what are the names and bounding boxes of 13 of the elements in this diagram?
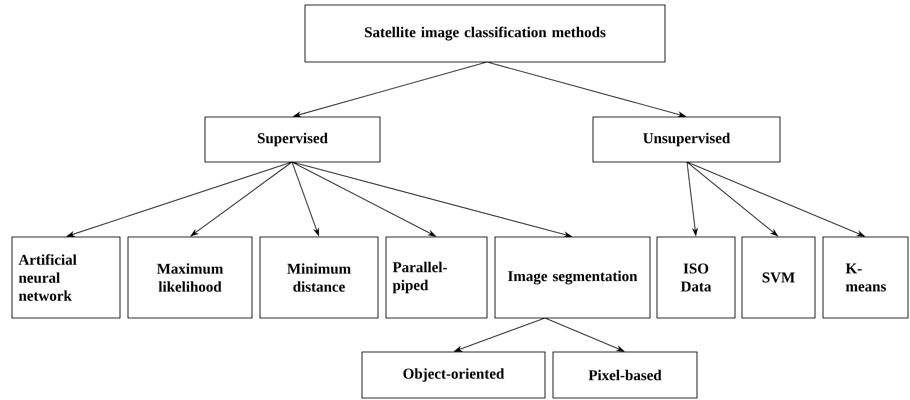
category-box: Unsupervised: [592, 116, 780, 162]
category-box: Minimum distance: [260, 236, 378, 318]
category-box: Object-oriented: [362, 352, 546, 398]
category-box: Parallel-piped: [386, 236, 488, 318]
category-box: Supervised: [204, 116, 380, 162]
category-box: K-means: [822, 236, 908, 318]
category-box: SVM: [742, 236, 816, 318]
category-box: Maximum likelihood: [128, 236, 252, 318]
category-box: Artificial neural network: [12, 236, 120, 318]
category-box: Pixel-based: [552, 352, 698, 398]
category-box: Satellite image classification methods: [304, 4, 666, 62]
category-box: Image segmentation: [494, 236, 650, 318]
category-box: ISO Data: [656, 236, 736, 318]
